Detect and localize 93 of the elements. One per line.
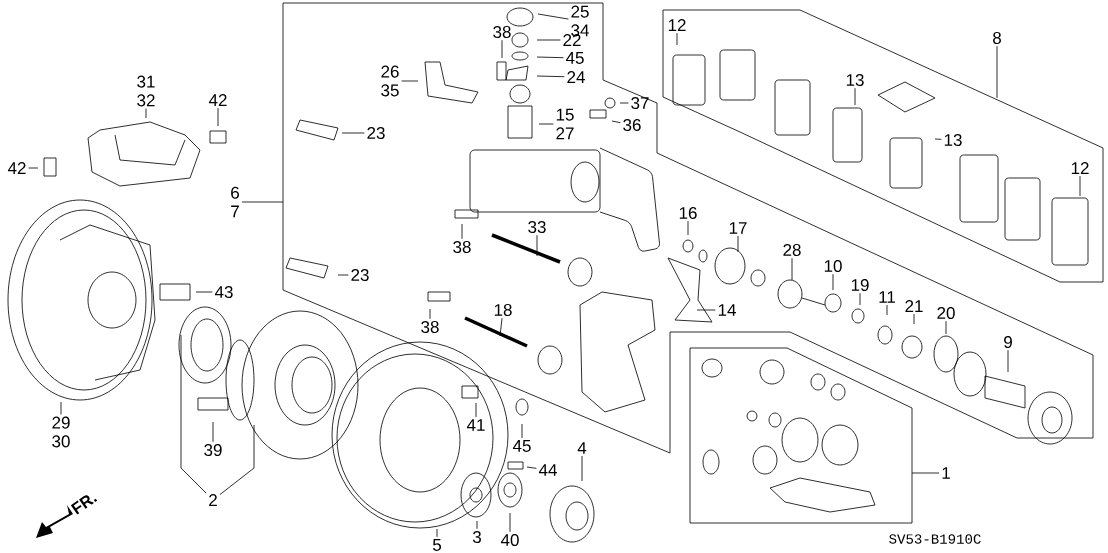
callout-number: 37	[631, 97, 649, 109]
leader-line	[501, 39, 503, 59]
leader-line	[429, 308, 431, 320]
leader-line	[854, 87, 856, 106]
leader-line	[537, 13, 569, 20]
callout-numbers: 6 7	[231, 186, 239, 218]
callout-number: 12	[1071, 162, 1089, 174]
callout-number: 42	[208, 94, 227, 106]
leader-line	[195, 291, 213, 293]
leader-line	[832, 273, 834, 291]
leader-line	[219, 424, 255, 496]
leader-line	[1007, 349, 1009, 373]
leader-line	[536, 39, 561, 41]
leader-line	[581, 455, 583, 482]
leader-line	[509, 512, 511, 533]
callout-number: 9	[1004, 336, 1012, 348]
callout-number: 2	[209, 494, 217, 506]
leader-line	[859, 292, 861, 306]
leader-line	[611, 120, 621, 124]
callout-number: 11	[879, 291, 895, 303]
leader-line	[212, 421, 214, 443]
callout-number: 13	[846, 74, 864, 86]
leader-line	[341, 132, 365, 134]
callout-number: 18	[494, 304, 512, 316]
leader-line	[1079, 175, 1081, 197]
callout-number: 38	[453, 241, 471, 253]
callout-number: 23	[351, 269, 369, 281]
callout-number: 1	[942, 467, 950, 479]
leader-line	[996, 45, 998, 99]
leader-line	[676, 32, 678, 46]
callout-number: 40	[500, 534, 519, 546]
callout-number: 44	[538, 464, 557, 476]
leader-line	[526, 466, 537, 469]
leader-line	[521, 423, 523, 439]
callout-number: 10	[824, 260, 842, 272]
callout-number: 28	[783, 244, 801, 256]
callout-number: 17	[729, 222, 747, 234]
callout-number: 21	[905, 300, 923, 312]
leader-line	[180, 334, 207, 494]
leader-line	[536, 56, 564, 59]
callout-number: 39	[204, 444, 222, 456]
leader-line	[28, 167, 39, 169]
leader-line	[538, 123, 554, 125]
callout-numbers: 26 35	[381, 65, 399, 97]
callout-number: 42	[7, 162, 26, 174]
callout-number: 38	[493, 26, 511, 38]
callout-number: 8	[993, 32, 1001, 44]
callout-number: 41	[466, 419, 485, 431]
callout-number: 36	[623, 119, 641, 131]
leader-line	[475, 402, 477, 418]
callout-number: 13	[944, 134, 962, 146]
leader-line	[499, 317, 503, 337]
callout-number: 14	[718, 304, 736, 316]
callout-numbers: 31 32	[137, 75, 155, 107]
callout-number: 24	[567, 71, 585, 83]
leader-line	[337, 274, 349, 276]
callout-number: 23	[367, 127, 385, 139]
leader-line	[791, 257, 793, 281]
leader-line	[687, 220, 689, 236]
callout-number: 38	[421, 321, 439, 333]
leader-line	[461, 223, 463, 240]
leader-line	[217, 107, 219, 127]
leader-line	[536, 234, 538, 257]
leader-line	[737, 235, 739, 253]
direction-label: FR.	[70, 495, 98, 515]
callout-number: 43	[214, 286, 233, 298]
callout-number: 45	[565, 52, 584, 64]
leader-line	[145, 108, 147, 119]
callout-number: 16	[679, 207, 697, 219]
callout-number: 45	[512, 440, 531, 452]
leader-line	[536, 75, 565, 78]
callout-number: 12	[668, 19, 686, 31]
leader-line	[619, 102, 629, 104]
leader-line	[945, 320, 947, 335]
leader-line	[401, 80, 419, 82]
leader-line	[911, 472, 940, 474]
callout-number: 20	[937, 307, 955, 319]
callout-number: 3	[472, 531, 481, 543]
callout-number: 33	[528, 221, 546, 233]
callout-numbers: 15 27	[556, 108, 574, 140]
callout-number: 19	[851, 279, 869, 291]
leader-line	[696, 309, 716, 311]
callout-numbers: 29 30	[52, 416, 70, 448]
drawing-code: SV53-B1910C	[889, 534, 981, 544]
leader-line	[476, 520, 478, 530]
leader-line	[886, 304, 888, 316]
leader-line	[241, 201, 284, 203]
leader-line	[60, 401, 62, 415]
callout-number: 4	[577, 442, 587, 454]
leader-line	[934, 138, 942, 140]
callout-number: 5	[432, 539, 442, 551]
leader-line	[436, 528, 438, 538]
leader-line	[913, 313, 915, 325]
